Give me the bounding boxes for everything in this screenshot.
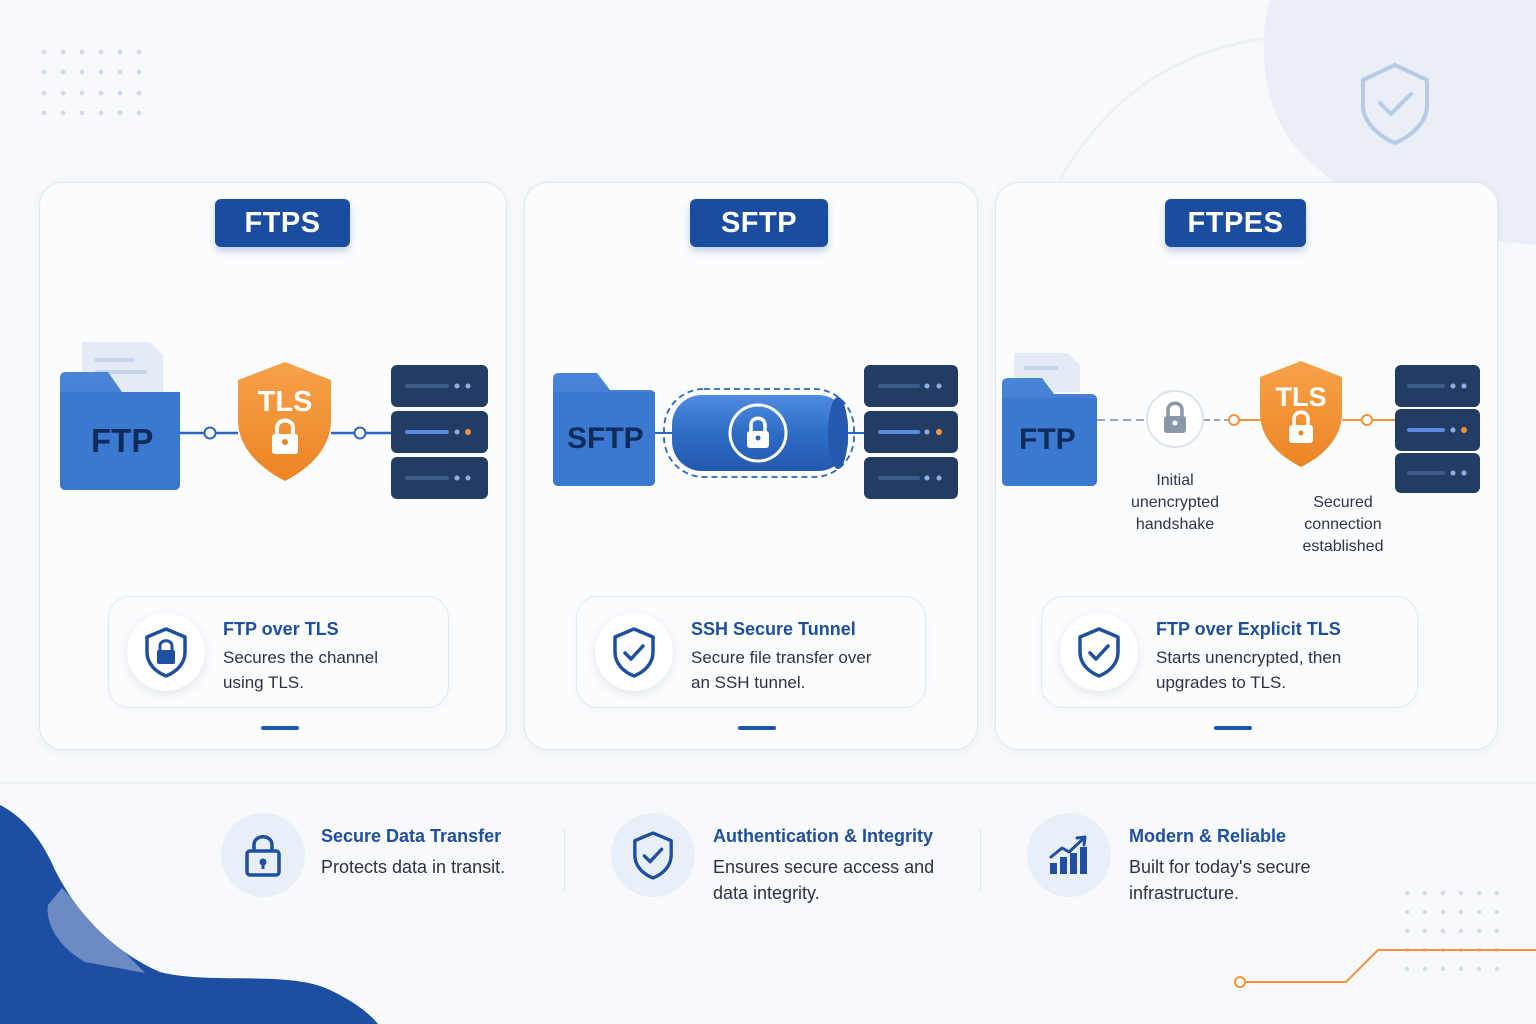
ftps-tls-shield-icon	[238, 362, 331, 481]
ftpes-folder-icon	[1002, 353, 1097, 486]
sftp-server-icon	[864, 365, 958, 499]
ftps-server-icon	[391, 365, 488, 499]
card-title-sftp: SFTP	[690, 199, 828, 247]
dot-grid-bottom-right	[1404, 890, 1500, 972]
ftpes-server-icon	[1395, 365, 1480, 493]
ssh-tunnel-icon	[663, 388, 855, 478]
shield-watermark-icon	[1361, 62, 1429, 146]
secured-caption: Secured connection established	[1302, 494, 1384, 555]
card-title-ftps: FTPS	[215, 199, 350, 247]
chart-icon	[1049, 835, 1087, 874]
card-indicator	[738, 726, 776, 730]
circuit-line-decoration	[1234, 949, 1536, 988]
sftp-folder-label: SFTP	[567, 422, 644, 455]
ftpes-tls-shield-icon	[1260, 361, 1342, 467]
feature-title: Modern & Reliable	[1129, 826, 1287, 846]
feature-title: Authentication & Integrity	[713, 826, 933, 846]
dot-grid-top-left	[41, 49, 142, 116]
ftpes-folder-label: FTP	[1019, 423, 1076, 456]
info-title: FTP over TLS	[223, 619, 339, 639]
unencrypted-lock-icon	[1146, 390, 1204, 448]
shield-check-icon	[613, 627, 655, 678]
card-indicator	[1214, 726, 1252, 730]
feature-icon-circle	[611, 813, 695, 897]
card-title-ftpes: FTPES	[1165, 199, 1306, 247]
feature-icon-circle	[221, 813, 305, 897]
info-description: Secure file transfer over an SSH tunnel.	[691, 648, 872, 692]
ftps-folder-icon	[60, 342, 180, 490]
info-description: Starts unencrypted, then upgrades to TLS…	[1156, 648, 1342, 692]
info-box-sftp: SSH Secure Tunnel Secure file transfer o…	[576, 596, 926, 708]
info-box-ftpes: FTP over Explicit TLS Starts unencrypted…	[1041, 596, 1418, 708]
info-icon-circle	[595, 613, 673, 691]
feature-description: Built for today's secure infrastructure.	[1129, 857, 1311, 903]
info-description: Secures the channel using TLS.	[223, 648, 378, 692]
info-title: FTP over Explicit TLS	[1156, 619, 1341, 639]
ftpes-shield-label: TLS	[1275, 382, 1327, 412]
feature-icon-circle	[1027, 813, 1111, 897]
feature-description: Protects data in transit.	[321, 857, 506, 877]
info-icon-circle	[127, 613, 205, 691]
info-icon-circle	[1060, 613, 1138, 691]
lock-icon	[245, 835, 281, 877]
shield-lock-icon	[145, 627, 187, 678]
shield-check-icon	[1078, 627, 1120, 678]
bg-blob-bottom-left	[0, 805, 378, 1024]
feature-title: Secure Data Transfer	[321, 826, 502, 846]
ftps-shield-label: TLS	[257, 386, 313, 418]
info-title: SSH Secure Tunnel	[691, 619, 856, 639]
info-box-ftps: FTP over TLS Secures the channel using T…	[108, 596, 449, 708]
feature-separator	[980, 828, 981, 892]
feature-description: Ensures secure access and data integrity…	[713, 857, 935, 903]
shield-check-icon	[633, 831, 673, 880]
card-indicator	[261, 726, 299, 730]
handshake-caption: Initial unencrypted handshake	[1130, 472, 1220, 533]
sftp-folder-icon	[553, 373, 655, 486]
ftps-folder-label: FTP	[91, 422, 154, 459]
feature-separator	[564, 828, 565, 892]
